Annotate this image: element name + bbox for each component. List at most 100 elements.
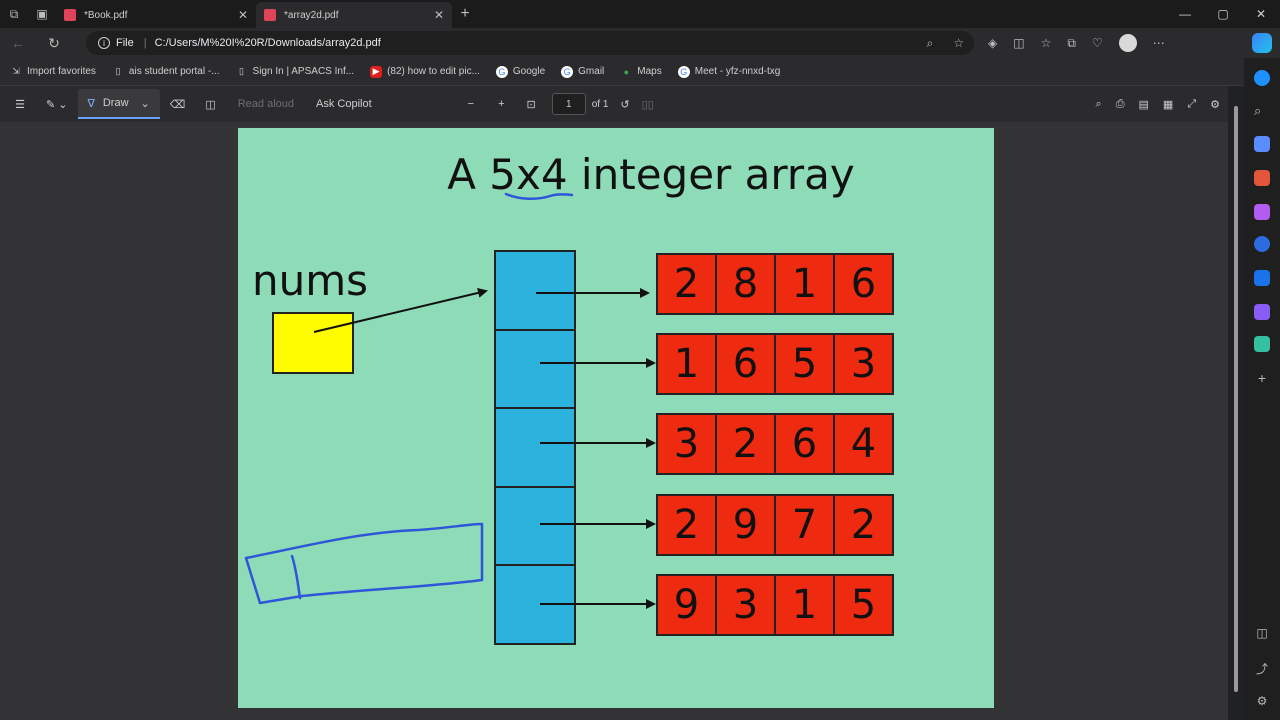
zoom-in-icon[interactable]: + <box>498 98 505 110</box>
favorite-import[interactable]: ⇲Import favorites <box>10 66 96 78</box>
sidebar-add-icon[interactable]: + <box>1257 370 1267 386</box>
array-cell: 6 <box>715 333 776 395</box>
sidebar-outlook-icon[interactable] <box>1254 270 1270 286</box>
tab-title: *Book.pdf <box>84 9 128 21</box>
sidebar-designer-icon[interactable] <box>1254 304 1270 320</box>
scrollbar-thumb[interactable] <box>1234 106 1238 692</box>
maximize-icon[interactable]: ▢ <box>1217 7 1229 21</box>
read-aloud-button[interactable]: Read aloud <box>237 98 294 110</box>
minimize-icon[interactable]: — <box>1179 7 1191 21</box>
zoom-out-icon[interactable]: − <box>467 98 475 110</box>
print-icon[interactable]: ⎙ <box>1115 97 1125 110</box>
copilot-icon[interactable] <box>1252 33 1272 53</box>
array-row: 2 8 1 6 <box>656 253 894 315</box>
save-as-icon[interactable]: ▦ <box>1162 98 1174 111</box>
fit-page-icon[interactable]: ⊡ <box>526 98 536 111</box>
two-page-icon[interactable]: ▯▯ <box>641 98 654 111</box>
sidebar-external-icon[interactable]: ⤴ <box>1255 662 1268 676</box>
sidebar-m365-icon[interactable] <box>1254 236 1270 252</box>
array-cell: 2 <box>656 494 717 556</box>
page-number-input[interactable]: 1 <box>551 93 586 115</box>
eraser-icon[interactable]: ⌫ <box>169 98 186 111</box>
freehand-box-annotation <box>244 522 484 605</box>
draw-label: Draw <box>102 97 129 109</box>
split-screen-icon[interactable]: ◫ <box>1013 36 1025 50</box>
window-close-icon[interactable]: ✕ <box>1255 7 1267 21</box>
extensions-area: ◈ ◫ ☆ ⧉ ♡ ⋯ <box>988 28 1165 58</box>
favorite-star-icon[interactable]: ☆ <box>953 35 964 50</box>
sidebar-search-icon[interactable] <box>1254 70 1270 86</box>
favorite-item[interactable]: ▶(82) how to edit pic... <box>370 65 480 78</box>
array-cell: 1 <box>774 253 835 315</box>
scrollbar[interactable] <box>1232 100 1240 700</box>
array-cell: 2 <box>833 494 894 556</box>
array-cell: 5 <box>833 574 894 636</box>
settings-gear-icon[interactable]: ⚙ <box>1210 98 1220 111</box>
array-row: 2 9 7 2 <box>656 494 894 556</box>
array-row: 9 3 1 5 <box>656 574 894 636</box>
zoom-icon[interactable]: ⌕ <box>926 35 934 50</box>
pdf-page[interactable]: A 5x4 integer array nums 2 8 1 6 1 6 5 3… <box>238 128 994 708</box>
draw-button[interactable]: ∇ Draw ⌄ <box>77 89 160 119</box>
info-icon[interactable]: i <box>98 37 110 49</box>
edge-sidebar: ⌕ + ◫ ⤴ ⚙ <box>1244 58 1280 720</box>
save-icon[interactable]: ▤ <box>1138 98 1149 111</box>
refresh-icon[interactable]: ↻ <box>48 34 60 51</box>
favorite-item[interactable]: ▯Sign In | APSACS Inf... <box>236 66 354 78</box>
favorite-item[interactable]: ▯ais student portal -... <box>112 66 219 78</box>
diagram-arrows <box>244 192 656 609</box>
favorite-label: Import favorites <box>27 66 96 77</box>
collections-icon[interactable]: ⧉ <box>1067 35 1076 50</box>
chevron-down-icon: ⌄ <box>140 97 150 110</box>
address-bar-row: ← ↻ i File | C:/Users/M%20I%20R/Download… <box>0 28 1280 58</box>
page-view-icon[interactable]: ◫ <box>205 98 216 111</box>
sidebar-shopping-icon[interactable] <box>1254 136 1270 152</box>
tab-array2d[interactable]: *array2d.pdf ✕ <box>256 2 452 28</box>
ask-copilot-button[interactable]: Ask Copilot <box>316 98 372 110</box>
browser-essentials-icon[interactable]: ♡ <box>1091 36 1103 50</box>
array-cell: 1 <box>656 333 717 395</box>
favorite-item[interactable]: G Meet - yfz-nnxd-txg <box>677 65 781 78</box>
back-icon[interactable]: ← <box>11 35 25 51</box>
address-bar[interactable]: i File | C:/Users/M%20I%20R/Downloads/ar… <box>86 31 974 55</box>
favorite-label: Gmail <box>578 66 605 77</box>
favorite-label: Google <box>512 66 546 77</box>
new-tab-button[interactable]: + <box>460 5 470 22</box>
favorites-bar: ⇲Import favorites ▯ais student portal -.… <box>0 58 1280 86</box>
tab-book[interactable]: *Book.pdf ✕ <box>56 2 256 28</box>
highlight-icon[interactable]: ✎ ⌄ <box>46 98 68 111</box>
row-pointer-cell <box>494 250 576 331</box>
array-cell: 1 <box>774 574 835 636</box>
avatar[interactable] <box>1118 34 1137 52</box>
tab-bar: ⧉ ▣ *Book.pdf ✕ *array2d.pdf ✕ + — ▢ ✕ <box>0 0 1280 28</box>
more-options-icon[interactable]: ⋯ <box>1152 36 1165 50</box>
sidebar-tools-icon[interactable] <box>1254 170 1270 186</box>
array-cell: 4 <box>833 413 894 475</box>
array-row: 1 6 5 3 <box>656 333 894 395</box>
sidebar-layout-icon[interactable]: ◫ <box>1256 626 1268 640</box>
rotate-icon[interactable]: ↺ <box>620 98 630 111</box>
url-text[interactable]: C:/Users/M%20I%20R/Downloads/array2d.pdf <box>154 37 381 49</box>
pdf-toolbar-right: ⌕ ⎙ ▤ ▦ ⤢ ⚙ <box>1096 86 1220 122</box>
fullscreen-icon[interactable]: ⤢ <box>1187 97 1197 110</box>
favorites-icon[interactable]: ☆ <box>1040 36 1052 50</box>
search-icon[interactable]: ⌕ <box>1095 97 1102 110</box>
draw-icon: ∇ <box>87 97 95 110</box>
google-icon: G <box>677 65 690 78</box>
favorite-item[interactable]: ●Maps <box>620 66 662 78</box>
page-icon: ▯ <box>115 66 121 76</box>
sidebar-settings-icon[interactable]: ⚙ <box>1256 694 1268 708</box>
workspaces-icon[interactable]: ⧉ <box>9 6 19 21</box>
extension-icon[interactable]: ◈ <box>988 36 998 50</box>
sidebar-games-icon[interactable] <box>1254 204 1270 220</box>
contents-icon[interactable]: ☰ <box>15 98 25 111</box>
close-icon[interactable]: ✕ <box>433 8 444 22</box>
sidebar-drop-icon[interactable] <box>1254 336 1270 352</box>
tab-actions-icon[interactable]: ▣ <box>36 7 48 21</box>
close-icon[interactable]: ✕ <box>237 8 248 22</box>
favorite-label: Meet - yfz-nnxd-txg <box>694 66 781 77</box>
pdf-toolbar: ☰ ✎ ⌄ ∇ Draw ⌄ ⌫ ◫ Read aloud Ask Copilo… <box>0 86 1228 122</box>
sidebar-search-glass-icon[interactable]: ⌕ <box>1254 103 1262 118</box>
